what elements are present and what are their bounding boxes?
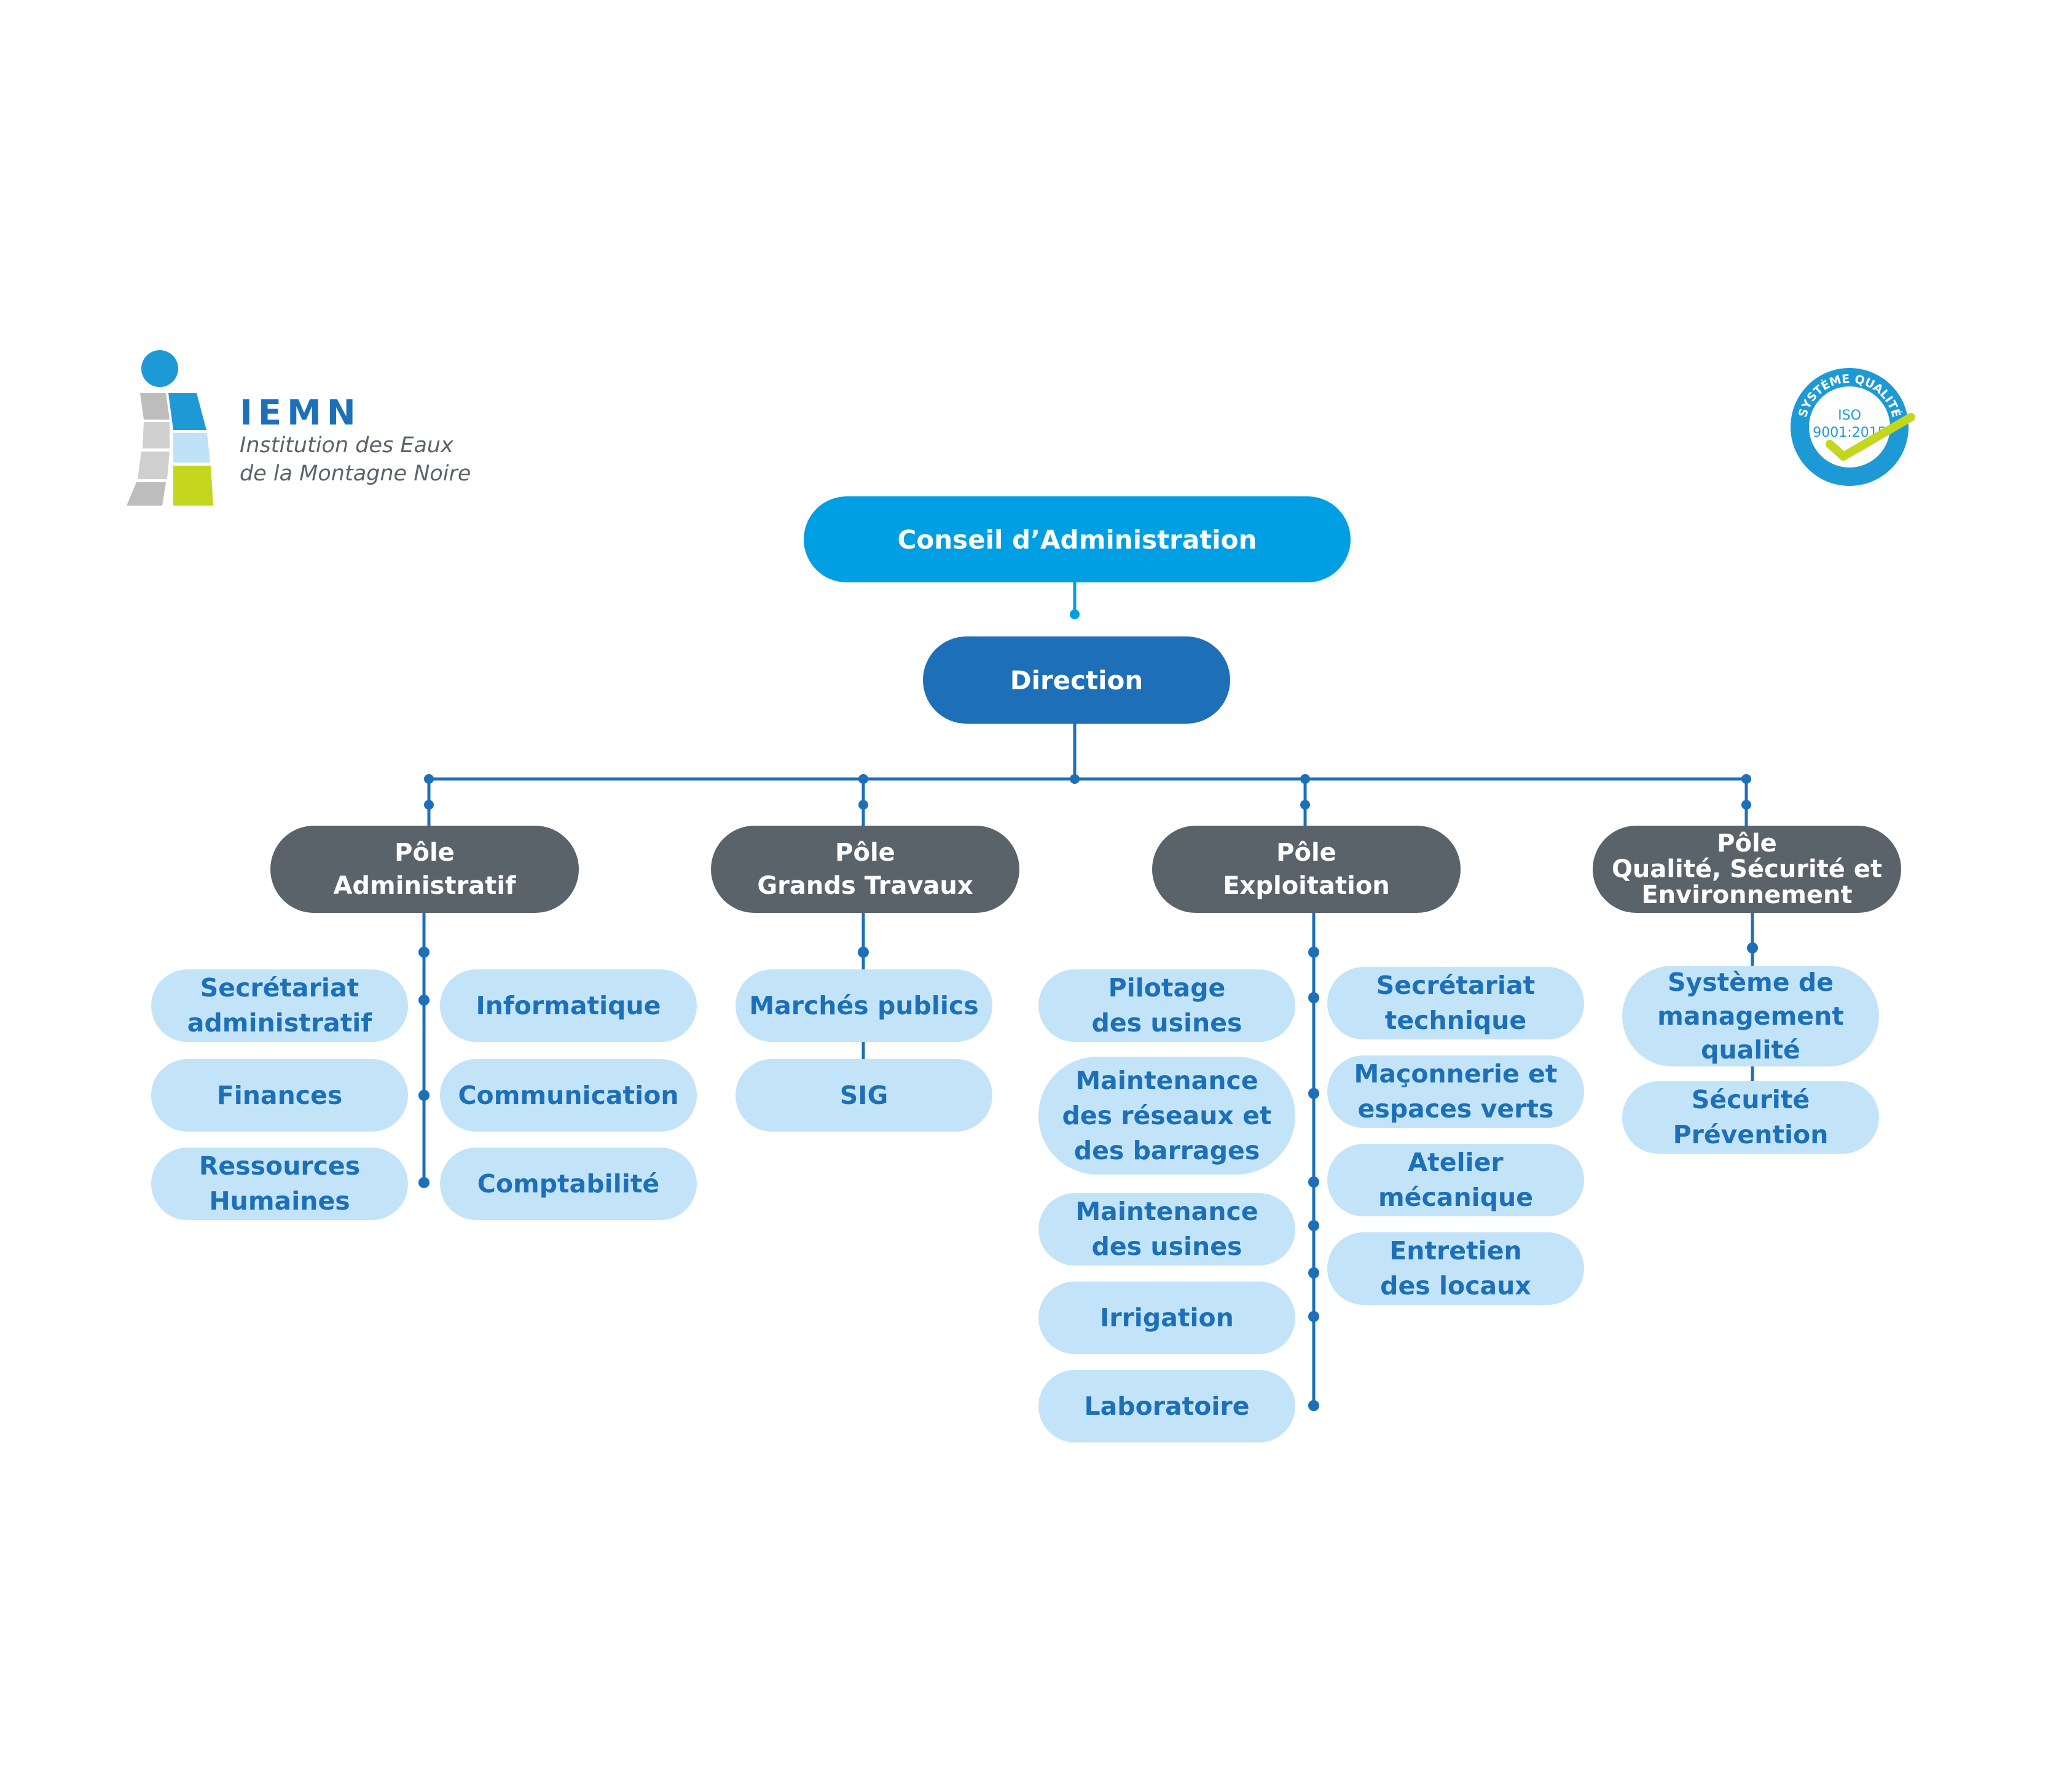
service-informatique: Informatique [440,969,697,1042]
service-comptabilite: Comptabilité [440,1148,697,1220]
service-atelier-mecanique: Atelier mécanique [1327,1144,1584,1216]
service-secretariat-administratif: Secrétariat administratif [151,969,408,1042]
service-pilotage-des-usines: Pilotage des usines [1038,969,1295,1042]
service-finances: Finances [151,1059,408,1132]
direction-node: Direction [923,636,1230,724]
seal-standard-line1: ISO [1838,408,1861,423]
iso-certification-seal: SYSTÈME QUALITÉ CERTIFIÉ ISO 9001:2015 [1791,368,1915,486]
service-secretariat-technique: Secrétariat technique [1327,967,1584,1039]
pole-grands-travaux: Pôle Grands Travaux [711,826,1019,913]
service-entretien-des-locaux: Entretien des locaux [1327,1232,1584,1305]
service-securite-prevention: Sécurité Prévention [1622,1081,1879,1154]
service-marches-publics: Marchés publics [736,969,992,1042]
pole-qualite-securite-environnement: Pôle Qualité, Sécurité et Environnement [1593,826,1901,913]
service-laboratoire: Laboratoire [1038,1370,1295,1442]
service-maintenance-des-usines: Maintenance des usines [1038,1193,1295,1266]
service-maconnerie-espaces-verts: Maçonnerie et espaces verts [1327,1055,1584,1128]
service-maintenance-reseaux-barrages: Maintenance des réseaux et des barrages [1038,1057,1295,1175]
service-sig: SIG [736,1059,992,1132]
iemn-logo [127,350,213,506]
service-systeme-management-qualite: Système de management qualité [1622,966,1879,1066]
logo-subtitle: Institution des Eaux de la Montagne Noir… [240,433,471,486]
service-irrigation: Irrigation [1038,1281,1295,1354]
logo-acronym: IEMN [240,393,361,433]
service-ressources-humaines: Ressources Humaines [151,1148,408,1220]
pole-exploitation: Pôle Exploitation [1152,826,1461,913]
board-node: Conseil d’Administration [804,496,1351,582]
checkmark-icon [1826,413,1915,461]
service-communication: Communication [440,1059,697,1132]
pole-administratif: Pôle Administratif [270,826,579,913]
